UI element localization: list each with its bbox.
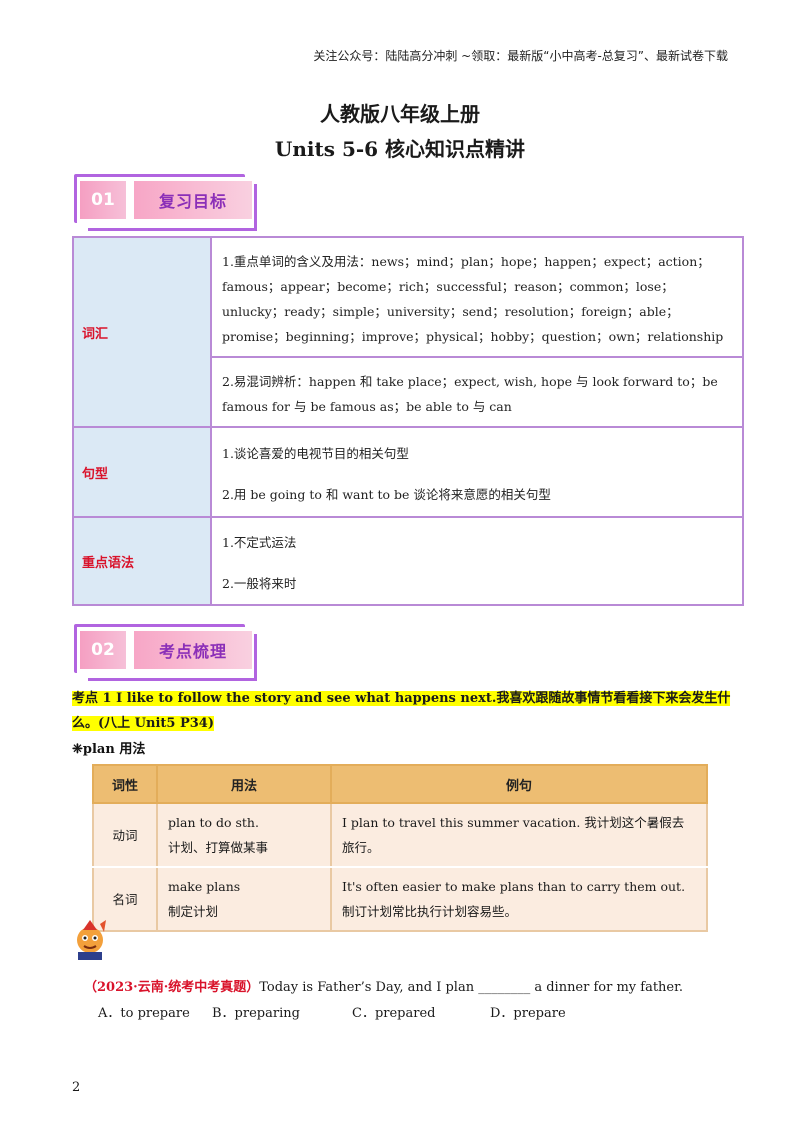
sub-heading-plan: ❈plan 用法 xyxy=(72,742,146,757)
section-label: 复习目标 xyxy=(134,181,252,219)
section-number: 02 xyxy=(80,631,126,669)
header-note: 关注公众号：陆陆高分冲刺 ~领取：最新版“小中高考-总复习”、最新试卷下载 xyxy=(313,49,728,63)
pos-cell: 动词 xyxy=(92,802,158,868)
col-header: 例句 xyxy=(330,764,708,804)
example-cell: It's often easier to make plans than to … xyxy=(330,866,708,932)
usage-cell: make plans 制定计划 xyxy=(156,866,332,932)
option-d: D．prepare xyxy=(490,1006,566,1021)
pos-cell: 名词 xyxy=(92,866,158,932)
key-point-1: 考点 1 I like to follow the story and see … xyxy=(72,691,731,731)
table-row: 动词 plan to do sth. 计划、打算做某事 I plan to tr… xyxy=(92,802,708,868)
page-number: 2 xyxy=(72,1080,81,1095)
category-sentence: 句型 xyxy=(72,426,212,518)
col-header: 用法 xyxy=(156,764,332,804)
grammar-items: 1.不定式运法 2.一般将来时 xyxy=(210,516,744,606)
table-row: 名词 make plans 制定计划 It's often easier to … xyxy=(92,866,708,932)
page-subtitle: Units 5-6 核心知识点精讲 xyxy=(274,137,526,161)
example-cell: I plan to travel this summer vacation. 我… xyxy=(330,802,708,868)
section-number: 01 xyxy=(80,181,126,219)
option-a: A．to prepare xyxy=(98,1006,190,1021)
plan-usage-table: 词性 用法 例句 动词 plan to do sth. 计划、打算做某事 I p… xyxy=(92,764,708,932)
option-c: C．prepared xyxy=(352,1006,436,1021)
category-grammar: 重点语法 xyxy=(72,516,212,606)
section-badge-key-points: 02 考点梳理 xyxy=(72,622,262,681)
col-header: 词性 xyxy=(92,764,158,804)
review-goals-table: 词汇 1.重点单词的含义及用法：news；mind；plan；hope；happ… xyxy=(72,236,744,606)
pencil-mascot-icon xyxy=(77,920,106,960)
vocab-item-2: 2.易混词辨析：happen 和 take place；expect, wish… xyxy=(210,356,744,428)
option-b: B．preparing xyxy=(212,1006,300,1021)
section-label: 考点梳理 xyxy=(134,631,252,669)
usage-cell: plan to do sth. 计划、打算做某事 xyxy=(156,802,332,868)
vocab-item-1: 1.重点单词的含义及用法：news；mind；plan；hope；happen；… xyxy=(210,236,744,358)
sentence-items: 1.谈论喜爱的电视节目的相关句型 2.用 be going to 和 want … xyxy=(210,426,744,518)
section-badge-review-goals: 01 复习目标 xyxy=(72,172,262,231)
exam-question: （2023·云南·统考中考真题）Today is Father’s Day, a… xyxy=(84,980,684,995)
category-vocab: 词汇 xyxy=(72,236,212,428)
page-title: 人教版八年级上册 xyxy=(320,102,480,126)
